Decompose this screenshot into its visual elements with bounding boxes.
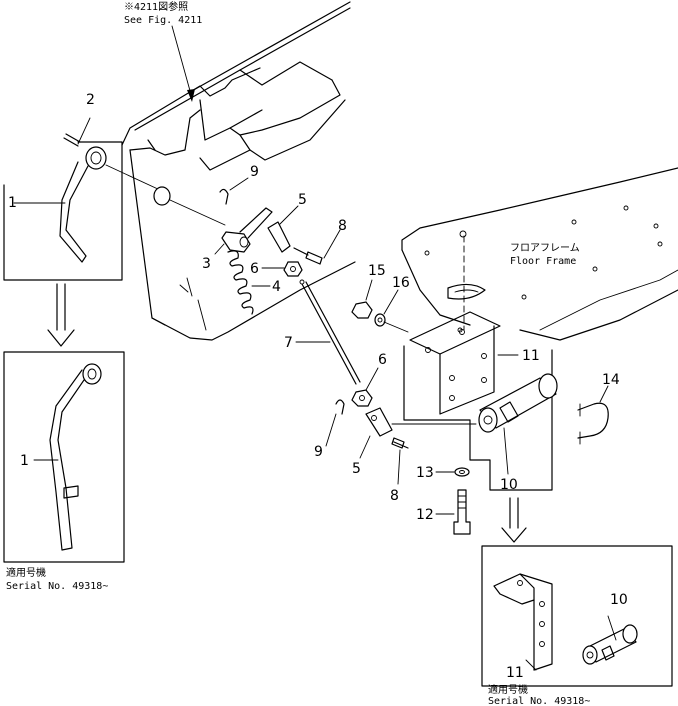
handle-part-1 xyxy=(13,146,161,263)
cotter-pin-part-9-upper xyxy=(219,177,249,205)
rod-part-7 xyxy=(295,279,361,385)
nut-part-6-lower xyxy=(351,367,379,407)
serial-left-jp: 適用号機 xyxy=(6,566,46,579)
cylinder-variant-part-10 xyxy=(582,615,638,665)
callout-5-upper: 5 xyxy=(298,192,307,208)
bolt-part-12 xyxy=(435,489,471,535)
cylinder-part-10 xyxy=(478,373,558,475)
arrow-down-left xyxy=(47,283,75,347)
reference-note-en: See Fig. 4211 xyxy=(124,15,202,26)
arrow-down-right xyxy=(501,497,527,543)
callout-7: 7 xyxy=(284,335,293,351)
callout-1-upper: 1 xyxy=(8,195,17,211)
callout-11-upper: 11 xyxy=(522,348,540,364)
serial-right-en: Serial No. 49318~ xyxy=(488,696,590,706)
callout-2: 2 xyxy=(86,92,95,108)
cotter-pin-part-9-lower xyxy=(325,399,345,447)
pin-part-2 xyxy=(63,117,91,147)
callout-14: 14 xyxy=(602,372,620,388)
bracket-variant-part-11 xyxy=(493,573,553,671)
callout-8-upper: 8 xyxy=(338,218,347,234)
inset-box-lower-right xyxy=(481,545,673,687)
bracket-part-11 xyxy=(403,235,553,491)
callout-6-upper: 6 xyxy=(250,261,259,277)
bolt-part-8-lower xyxy=(391,437,409,485)
floor-frame-label-en: Floor Frame xyxy=(510,256,576,267)
callout-8-lower: 8 xyxy=(390,488,399,504)
inset-box-upper-left xyxy=(3,141,123,281)
clevis-part-5-upper xyxy=(267,205,299,253)
callout-4: 4 xyxy=(272,279,281,295)
washer-part-16 xyxy=(374,289,409,333)
callout-10-upper: 10 xyxy=(500,477,518,493)
nut-part-6-upper xyxy=(261,261,303,277)
serial-right-jp: 適用号機 xyxy=(488,683,528,696)
callout-10-lower: 10 xyxy=(610,592,628,608)
serial-left-en: Serial No. 49318~ xyxy=(6,581,108,592)
callout-11-lower: 11 xyxy=(506,665,524,681)
reference-note-jp: ※4211図参照 xyxy=(124,0,188,13)
inset-box-lower-left xyxy=(3,351,125,563)
washer-part-13 xyxy=(435,467,470,477)
callout-6-lower: 6 xyxy=(378,352,387,368)
callout-15: 15 xyxy=(368,263,386,279)
callout-1-lower: 1 xyxy=(20,453,29,469)
callout-5-lower: 5 xyxy=(352,461,361,477)
u-bolt-part-14 xyxy=(577,385,609,445)
floor-frame-label-jp: フロアフレーム xyxy=(510,242,580,254)
bolt-part-8-upper xyxy=(293,229,341,265)
left-body-panel xyxy=(121,1,356,341)
clevis-part-5-lower xyxy=(359,407,477,459)
floor-frame-panel xyxy=(401,167,678,341)
handle-variant-part-1 xyxy=(33,363,102,551)
callout-12: 12 xyxy=(416,507,434,523)
nut-part-15 xyxy=(351,279,373,319)
callout-9-lower: 9 xyxy=(314,444,323,460)
callout-16: 16 xyxy=(392,275,410,291)
callout-13: 13 xyxy=(416,465,434,481)
callout-9-upper: 9 xyxy=(250,164,259,180)
spring-part-4 xyxy=(227,250,271,315)
bushing xyxy=(153,186,226,226)
callout-3: 3 xyxy=(202,256,211,272)
lever-part-3 xyxy=(214,207,273,255)
